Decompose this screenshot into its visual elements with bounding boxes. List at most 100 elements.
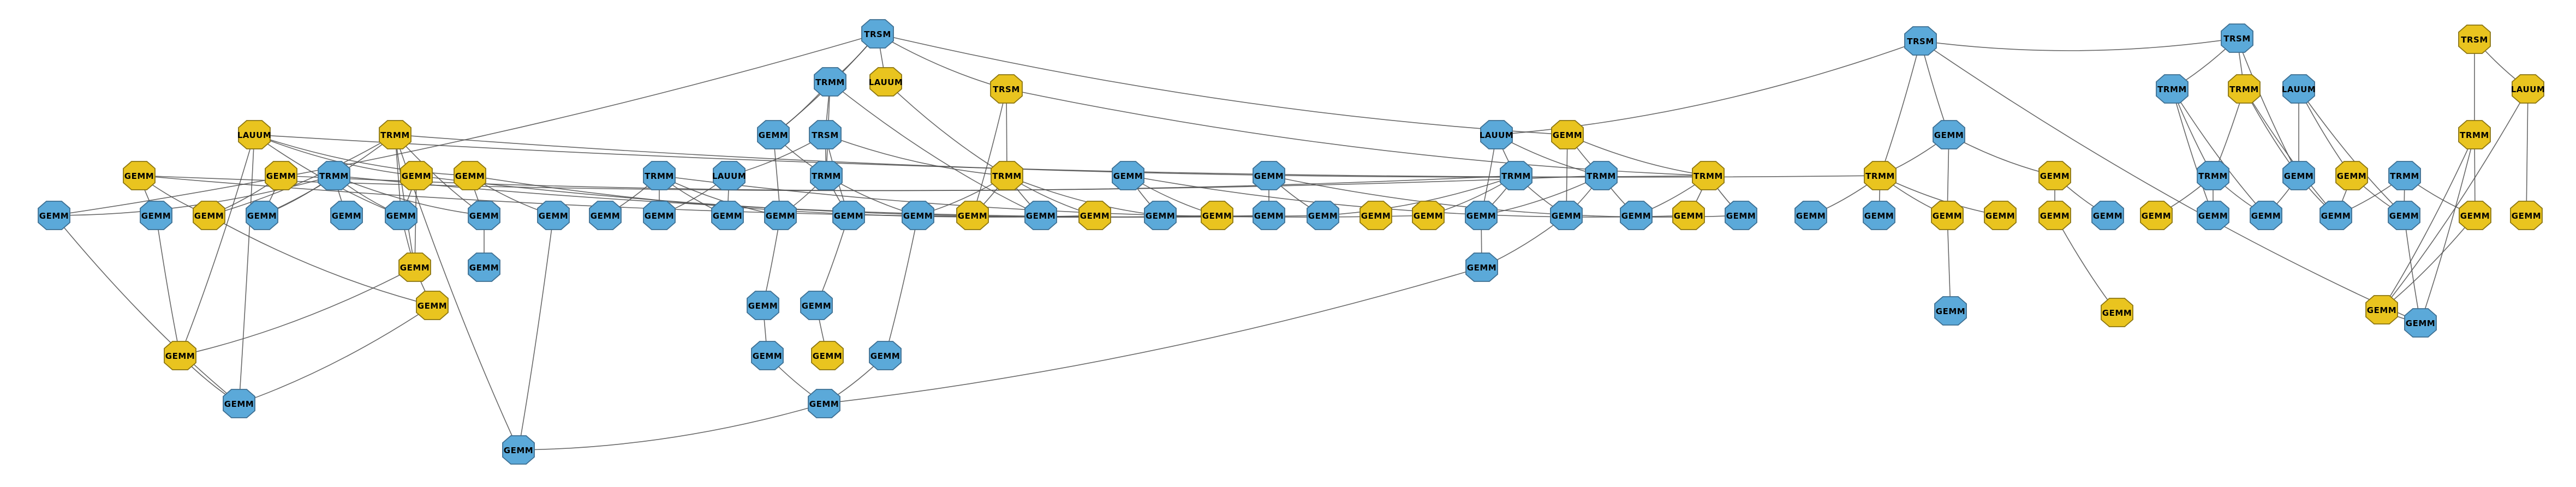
octagon-node-shape xyxy=(1725,201,1757,230)
node-label: GEMM xyxy=(2198,211,2228,221)
octagon-node-shape xyxy=(764,201,797,230)
octagon-node-shape xyxy=(2250,201,2282,230)
node-label: TRSM xyxy=(2461,35,2488,45)
octagon-node-shape xyxy=(385,201,418,230)
graph-node-gemm-87: GEMM xyxy=(2101,298,2133,327)
node-label: GEMM xyxy=(1146,211,1175,221)
node-label: GEMM xyxy=(2460,211,2490,221)
graph-node-gemm-13: GEMM xyxy=(757,120,790,149)
octagon-node-shape xyxy=(238,120,271,149)
node-label: GEMM xyxy=(400,263,430,273)
graph-node-gemm-59: GEMM xyxy=(1307,201,1339,230)
node-label: LAUUM xyxy=(1480,130,1514,140)
octagon-node-shape xyxy=(2091,201,2124,230)
graph-node-gemm-65: GEMM xyxy=(1672,201,1705,230)
graph-node-gemm-71: GEMM xyxy=(2038,201,2071,230)
node-label: LAUUM xyxy=(2282,85,2316,94)
octagon-node-shape xyxy=(330,201,363,230)
dependency-edge xyxy=(2381,134,2475,310)
node-label: GEMM xyxy=(2102,308,2132,318)
dependency-edge xyxy=(1920,40,2421,323)
graph-node-gemm-52: GEMM xyxy=(902,201,934,230)
graph-node-gemm-90: GEMM xyxy=(164,341,196,370)
octagon-node-shape xyxy=(711,201,744,230)
node-label: GEMM xyxy=(591,211,620,221)
node-label: GEMM xyxy=(766,211,795,221)
graph-node-trmm-18: TRMM xyxy=(2458,120,2491,149)
octagon-node-shape xyxy=(2319,201,2352,230)
octagon-node-shape xyxy=(1112,161,1144,190)
octagon-node-shape xyxy=(991,161,1023,190)
dependency-edge xyxy=(2172,88,2267,216)
graph-node-gemm-67: GEMM xyxy=(1794,201,1827,230)
node-label: GEMM xyxy=(2093,211,2122,221)
dependency-edge xyxy=(1128,175,1689,218)
node-label: GEMM xyxy=(2284,171,2313,181)
graph-node-gemm-37: GEMM xyxy=(2335,161,2368,190)
octagon-node-shape xyxy=(1465,201,1498,230)
node-label: GEMM xyxy=(2040,171,2070,181)
node-label: GEMM xyxy=(386,211,416,221)
octagon-node-shape xyxy=(1500,161,1533,190)
node-label: TRMM xyxy=(2229,85,2259,94)
node-label: GEMM xyxy=(1414,211,1443,221)
octagon-node-shape xyxy=(1307,201,1339,230)
octagon-node-shape xyxy=(643,201,676,230)
octagon-node-shape xyxy=(1551,120,1584,149)
octagon-node-shape xyxy=(2365,295,2398,324)
octagon-node-shape xyxy=(869,341,902,370)
octagon-node-shape xyxy=(832,201,865,230)
graph-node-gemm-93: GEMM xyxy=(869,341,902,370)
octagon-node-shape xyxy=(2282,161,2315,190)
octagon-node-shape xyxy=(1253,161,1285,190)
node-label: GEMM xyxy=(834,211,863,221)
node-label: GEMM xyxy=(1864,211,1894,221)
node-label: GEMM xyxy=(1026,211,1056,221)
dependency-edge xyxy=(830,81,1041,216)
octagon-node-shape xyxy=(2101,298,2133,327)
graph-node-gemm-40: GEMM xyxy=(140,201,172,230)
graph-node-gemm-29: GEMM xyxy=(1253,161,1285,190)
octagon-node-shape xyxy=(589,201,622,230)
octagon-node-shape xyxy=(808,389,840,418)
octagon-node-shape xyxy=(810,161,843,190)
octagon-node-shape xyxy=(468,252,500,282)
octagon-node-shape xyxy=(2197,201,2229,230)
graph-node-gemm-45: GEMM xyxy=(468,201,500,230)
dependency-edge xyxy=(180,267,415,356)
octagon-node-shape xyxy=(2197,161,2229,190)
octagon-node-shape xyxy=(140,201,172,230)
graph-node-gemm-51: GEMM xyxy=(832,201,865,230)
octagon-node-shape xyxy=(1412,201,1445,230)
octagon-node-shape xyxy=(1144,201,1177,230)
octagon-node-shape xyxy=(416,291,449,320)
node-label: GEMM xyxy=(1467,263,1496,273)
node-label: TRMM xyxy=(812,171,841,181)
dependency-edge xyxy=(1006,175,1161,216)
dependency-edge xyxy=(254,134,1881,178)
octagon-node-shape xyxy=(751,341,784,370)
node-label: GEMM xyxy=(645,211,674,221)
graph-node-gemm-79: GEMM xyxy=(2510,201,2543,230)
octagon-node-shape xyxy=(643,161,676,190)
node-label: GEMM xyxy=(753,351,782,361)
node-label: GEMM xyxy=(266,171,296,181)
dependency-edge xyxy=(53,175,335,216)
node-label: LAUUM xyxy=(869,77,903,87)
dependency-edge xyxy=(885,215,919,356)
graph-node-gemm-20: GEMM xyxy=(265,161,297,190)
octagon-node-shape xyxy=(454,161,486,190)
graph-node-gemm-16: GEMM xyxy=(1551,120,1584,149)
graph-node-gemm-96: GEMM xyxy=(502,435,535,465)
graph-node-gemm-50: GEMM xyxy=(764,201,797,230)
dependency-edge xyxy=(238,134,255,404)
octagon-node-shape xyxy=(2459,201,2491,230)
graph-node-trmm-31: TRMM xyxy=(1585,161,1618,190)
dependency-edge xyxy=(877,33,1007,89)
node-label: GEMM xyxy=(1113,171,1143,181)
dependency-edge xyxy=(2172,88,2214,216)
dependency-edge xyxy=(2420,134,2475,323)
node-label: GEMM xyxy=(455,171,485,181)
graph-node-gemm-95: GEMM xyxy=(808,389,840,418)
